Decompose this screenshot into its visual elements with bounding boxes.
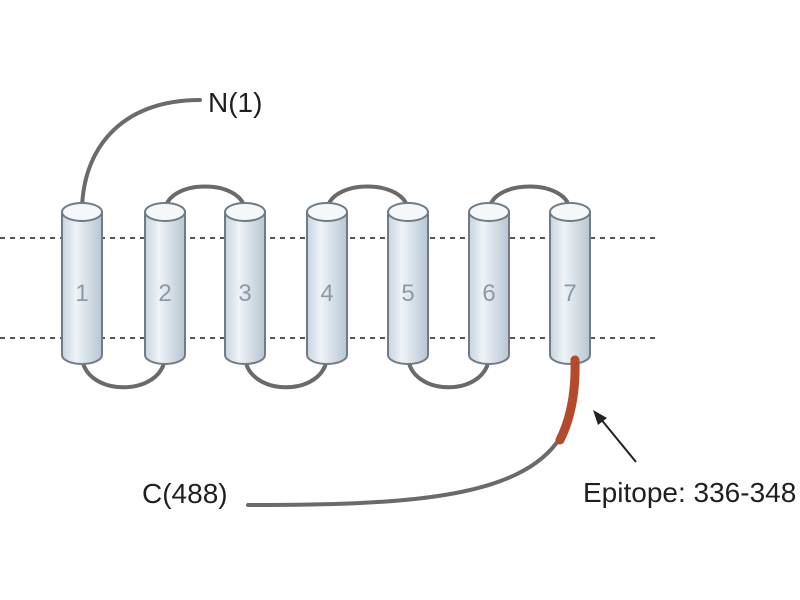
helix-number-label: 2 [158, 280, 171, 307]
helix-body [224, 211, 266, 365]
helix-1: 1 [61, 202, 103, 365]
helix-number-label: 5 [401, 280, 414, 307]
epitope-arrow-head [593, 410, 607, 425]
intracellular-loop-3 [406, 353, 491, 390]
helix-5: 5 [387, 202, 429, 365]
n-terminus-tail [80, 98, 202, 214]
helix-3: 3 [224, 202, 266, 365]
intracellular-loop-1 [80, 353, 167, 390]
helix-6: 6 [468, 202, 510, 365]
helix-number-label: 7 [563, 280, 576, 307]
extracellular-loop-3 [487, 184, 572, 214]
epitope-segment [555, 355, 580, 445]
extracellular-loop-2 [325, 184, 410, 214]
c-terminus-label: C(488) [142, 478, 228, 509]
c-terminus-tail [246, 436, 562, 507]
helix-body [306, 211, 348, 365]
helix-top-cap [468, 202, 510, 222]
epitope-arrow-line [599, 417, 637, 463]
helix-2: 2 [144, 202, 186, 365]
helix-top-cap [61, 202, 103, 222]
helix-number-label: 6 [482, 280, 495, 307]
helix-top-cap [224, 202, 266, 222]
n-terminus-label: N(1) [208, 87, 262, 118]
extracellular-loop-1 [163, 184, 247, 214]
helix-body [61, 211, 103, 365]
helix-body [468, 211, 510, 365]
helix-top-cap [549, 202, 591, 222]
helix-number-label: 4 [320, 280, 333, 307]
helix-top-cap [387, 202, 429, 222]
helix-number-label: 3 [238, 280, 251, 307]
helix-body [144, 211, 186, 365]
helix-7: 7 [549, 202, 591, 365]
epitope-label: Epitope: 336-348 [583, 477, 796, 508]
helix-4: 4 [306, 202, 348, 365]
helix-top-cap [144, 202, 186, 222]
helix-body [387, 211, 429, 365]
helix-number-label: 1 [75, 280, 88, 307]
intracellular-loop-2 [243, 353, 329, 390]
helix-top-cap [306, 202, 348, 222]
